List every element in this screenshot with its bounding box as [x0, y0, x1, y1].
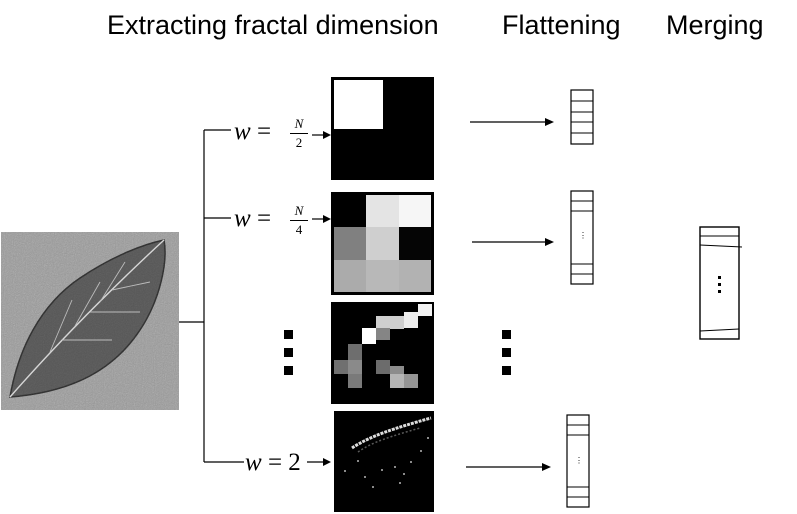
branch-label-1: w =	[234, 118, 271, 146]
w-value: 2	[288, 449, 301, 476]
branch-label-3: w = 2	[245, 449, 301, 477]
ellipsis-dot	[502, 366, 511, 375]
fraction-denominator: 4	[295, 222, 303, 237]
extracting-header: Extracting fractal dimension	[107, 10, 439, 40]
fraction-numerator: N	[290, 203, 308, 221]
w-var: w	[234, 118, 251, 145]
flattening-header: Flattening	[502, 10, 621, 40]
fraction-numerator: N	[290, 116, 308, 134]
merging-header: Merging	[666, 10, 764, 40]
branch-label-2: w =	[234, 205, 271, 233]
ellipsis-dot	[284, 348, 293, 357]
ellipsis-dot	[284, 330, 293, 339]
fraction-n-over-4: N 4	[290, 203, 308, 238]
ellipsis-dot	[502, 330, 511, 339]
fraction-denominator: 2	[295, 135, 303, 150]
w-var: w	[245, 449, 262, 476]
equals-sign: =	[267, 449, 283, 476]
ellipsis-dot	[502, 348, 511, 357]
vector-2-ellipsis: ⋮	[579, 231, 587, 240]
vector-3-ellipsis: ⋮	[575, 456, 583, 465]
fraction-n-over-2: N 2	[290, 116, 308, 151]
w-var: w	[234, 205, 251, 232]
equals-sign: =	[256, 205, 272, 232]
ellipsis-dot	[284, 366, 293, 375]
equals-sign: =	[256, 118, 272, 145]
